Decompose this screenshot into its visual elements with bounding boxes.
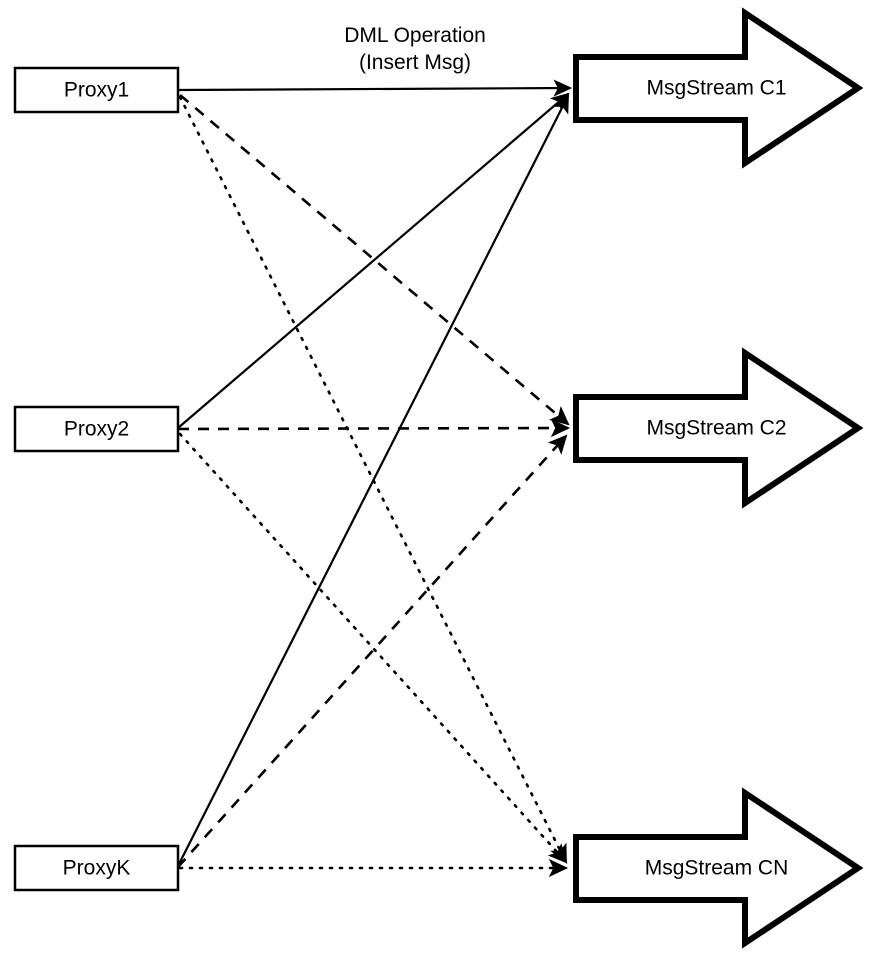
link-proxy1-to-stream-c1[interactable]: [177, 79, 573, 97]
proxyk-box[interactable]: [13, 844, 180, 892]
link-proxyk-to-stream-c2[interactable]: [177, 434, 568, 868]
edge-label-line1: DML Operation: [344, 24, 486, 47]
link-proxy2-to-stream-cn[interactable]: [178, 432, 568, 864]
stream-c2-label: MsgStream C2: [646, 417, 786, 440]
link-proxy2-to-stream-c1[interactable]: [177, 92, 570, 429]
stream-c2-arrow-shape[interactable]: [573, 347, 864, 509]
edge-label-dml-operation: DML Operation (Insert Msg): [344, 24, 486, 74]
link-proxy2-to-stream-c2[interactable]: [177, 418, 571, 438]
proxy2-box[interactable]: [13, 405, 180, 453]
link-proxyk-to-stream-c1[interactable]: [177, 94, 569, 867]
links-layer: [177, 79, 573, 878]
stream-cn-arrow-shape[interactable]: [573, 787, 864, 949]
proxy-node-proxy1[interactable]: Proxy1: [13, 66, 180, 114]
stream-c1-label: MsgStream C1: [646, 77, 786, 100]
proxyk-label: ProxyK: [63, 857, 131, 880]
link-proxy1-to-stream-cn[interactable]: [178, 95, 568, 864]
proxy-nodes-layer: Proxy1 Proxy2 ProxyK: [13, 66, 180, 892]
proxy1-label: Proxy1: [64, 79, 129, 102]
stream-c1-arrow-shape[interactable]: [573, 7, 864, 169]
proxy-node-proxy2[interactable]: Proxy2: [13, 405, 180, 453]
proxy1-box[interactable]: [13, 66, 180, 114]
proxy2-label: Proxy2: [64, 418, 129, 441]
stream-node-cn[interactable]: MsgStream CN: [573, 787, 864, 949]
link-proxy1-to-stream-c2[interactable]: [179, 94, 570, 426]
proxy-node-proxyk[interactable]: ProxyK: [13, 844, 180, 892]
stream-node-c1[interactable]: MsgStream C1: [573, 7, 864, 169]
stream-cn-label: MsgStream CN: [645, 857, 789, 880]
stream-nodes-layer: MsgStream C1 MsgStream C2 MsgStream CN: [573, 7, 864, 949]
edge-label-line2: (Insert Msg): [359, 51, 471, 74]
stream-node-c2[interactable]: MsgStream C2: [573, 347, 864, 509]
